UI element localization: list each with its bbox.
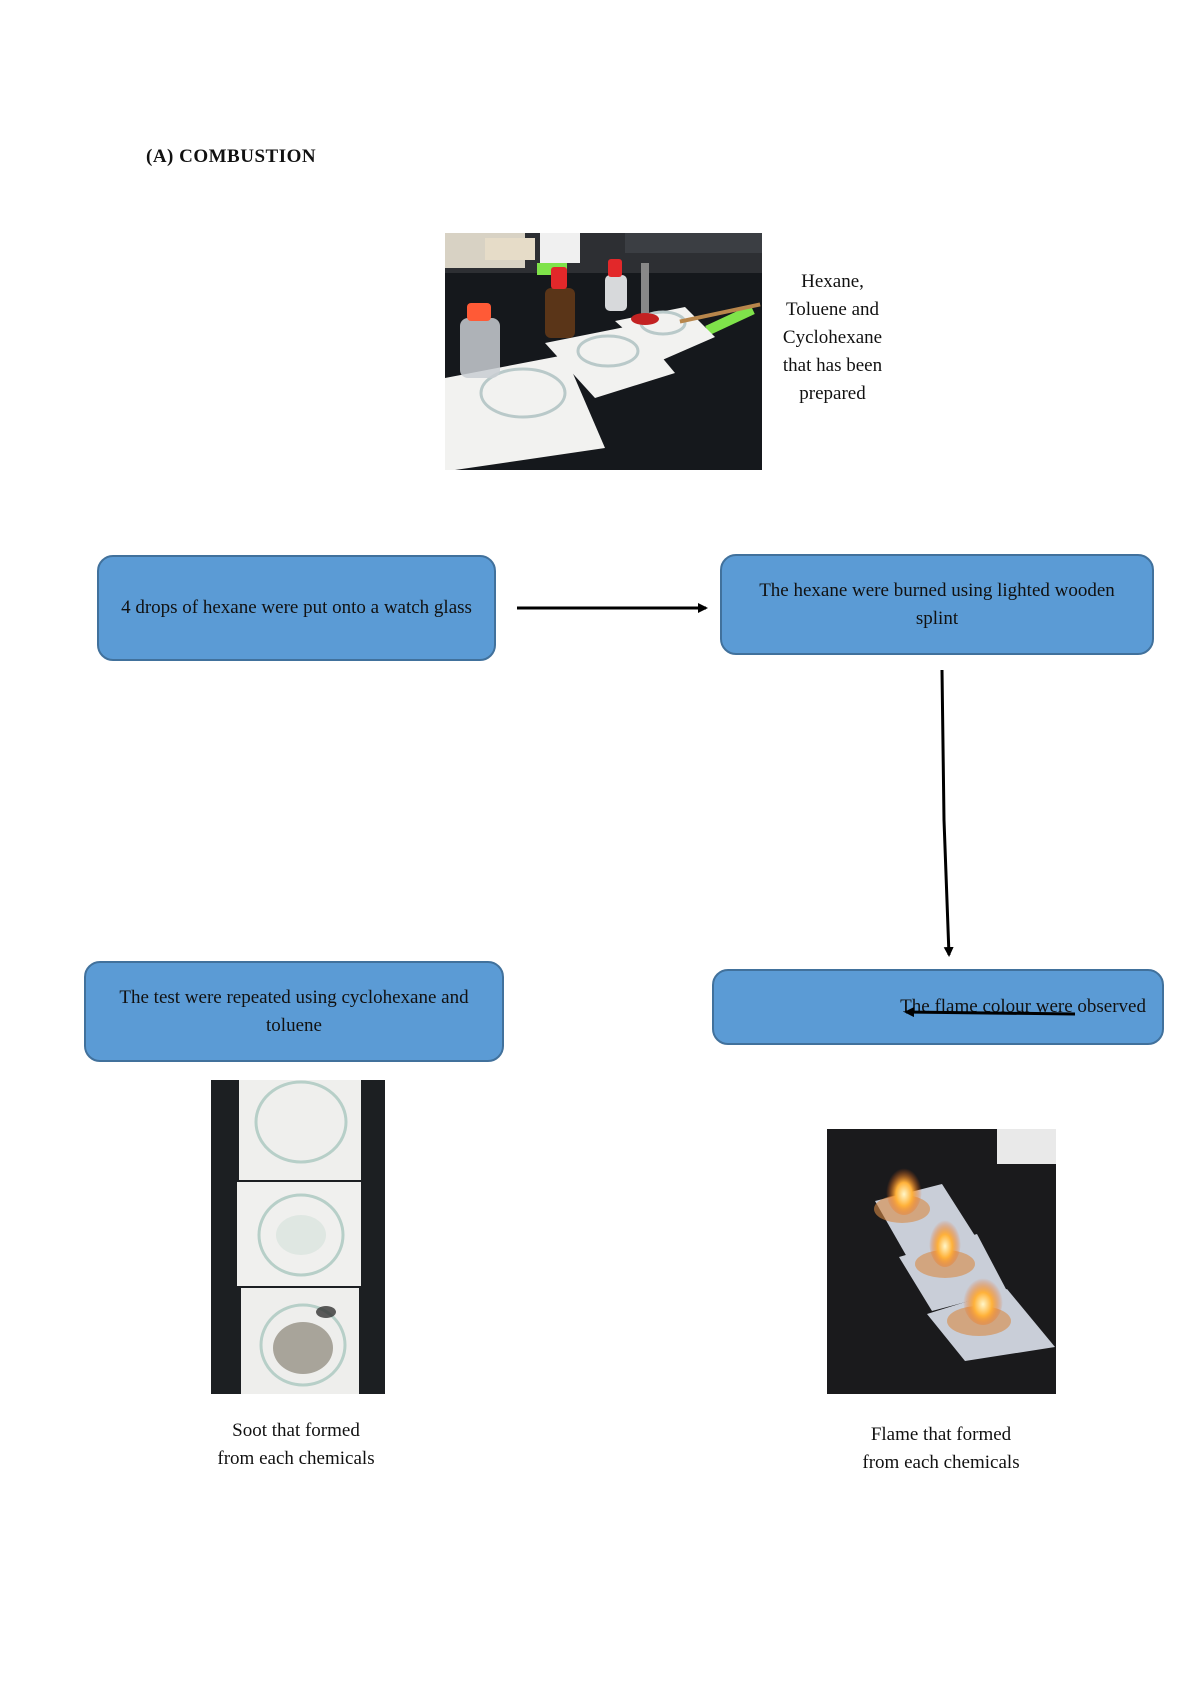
step-put-hexane-box: 4 drops of hexane were put onto a watch … <box>97 555 496 661</box>
caption-line: Flame that formed <box>870 1424 1012 1445</box>
step-burn-hexane-text: The hexane were burned using lighted woo… <box>759 579 1115 629</box>
caption-line: from each chemicals <box>217 1448 375 1469</box>
step-repeat-test-text: The test were repeated using cyclohexane… <box>119 986 469 1036</box>
step-observe-flame-box: The flame colour were observed <box>712 969 1164 1045</box>
arrow-step2-to-step3 <box>940 669 954 957</box>
caption-line: from each chemicals <box>862 1452 1020 1473</box>
caption-line: Hexane, <box>801 271 864 292</box>
flame-caption: Flame that formed from each chemicals <box>831 1421 1051 1477</box>
caption-line: that has been <box>782 355 883 376</box>
caption-line: Soot that formed <box>232 1420 360 1441</box>
caption-line: prepared <box>799 383 866 404</box>
flame-photo <box>827 1129 1056 1394</box>
section-heading: (A) COMBUSTION <box>146 146 317 167</box>
step-repeat-test-box: The test were repeated using cyclohexane… <box>84 961 504 1062</box>
soot-caption: Soot that formed from each chemicals <box>186 1417 406 1473</box>
arrow-step3-to-step4 <box>904 1007 1076 1018</box>
prepared-chemicals-photo <box>445 233 762 470</box>
caption-line: Toluene and <box>785 299 880 320</box>
step-put-hexane-text: 4 drops of hexane were put onto a watch … <box>121 597 472 618</box>
prepared-chemicals-caption: Hexane, Toluene and Cyclohexane that has… <box>760 268 905 408</box>
step-burn-hexane-box: The hexane were burned using lighted woo… <box>720 554 1154 655</box>
caption-line: Cyclohexane <box>782 327 883 348</box>
soot-photo <box>211 1080 385 1394</box>
